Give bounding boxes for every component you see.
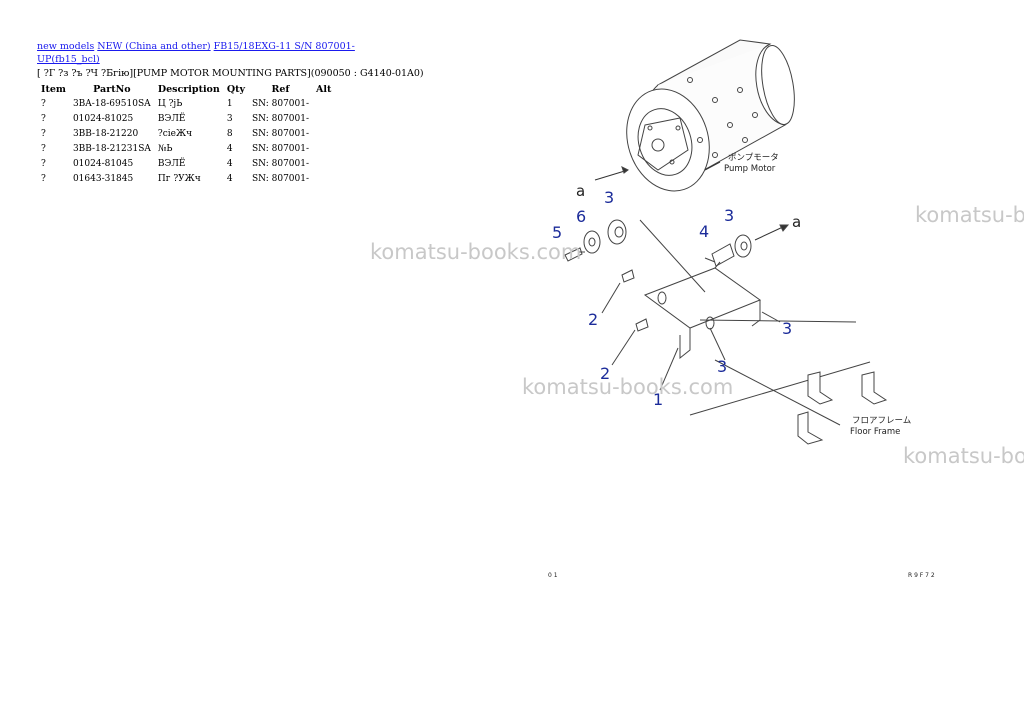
floor-frame-label-en: Floor Frame xyxy=(850,427,900,437)
cell-description: Ц ?jЬ xyxy=(157,99,183,109)
table-row: ? 01024-81045 ВЭЛЁ 4 SN: 807001- xyxy=(37,157,334,172)
callout-4: 4 xyxy=(699,222,709,241)
breadcrumb-link-model[interactable]: FB15/18EXG-11 S/N 807001-UP(fb15_bcl) xyxy=(37,41,355,65)
collar-4-shape xyxy=(711,243,735,267)
callout-5: 5 xyxy=(552,223,562,242)
callout-3-right: 3 xyxy=(724,206,734,225)
cell-ref: SN: 807001- xyxy=(252,129,310,139)
watermark: komatsu-books.com xyxy=(903,444,1024,468)
callout-6: 6 xyxy=(576,207,586,226)
callout-3-upper: 3 xyxy=(604,188,614,207)
header-ref: Ref xyxy=(271,84,290,95)
table-row: ? 01024-81025 ВЭЛЁ 3 SN: 807001- xyxy=(37,112,334,127)
cell-alt xyxy=(312,172,334,187)
callout-2-upper: 2 xyxy=(588,310,598,329)
pump-motor-drawing xyxy=(626,39,795,192)
floor-frame-label-jp: フロアフレーム xyxy=(852,416,911,426)
cell-partno: 01024-81025 xyxy=(72,114,134,124)
cell-partno: 01643-31845 xyxy=(72,174,134,184)
callout-3-lower: 3 xyxy=(717,357,727,376)
cell-partno: 3BB-18-21220 xyxy=(72,129,139,139)
cell-qty: 8 xyxy=(226,129,233,139)
corner-mark-bottom-left: 0 1 xyxy=(548,572,558,579)
cell-partno: 01024-81045 xyxy=(72,159,134,169)
page-title: [ ?Г ?з ?ъ ?Ч ?Бгію][PUMP MOTOR MOUNTING… xyxy=(37,68,424,79)
cell-alt xyxy=(312,157,334,172)
cell-qty: 4 xyxy=(226,159,233,169)
breadcrumb-link-region[interactable]: NEW (China and other) xyxy=(97,41,211,52)
cell-qty: 1 xyxy=(226,99,233,109)
cell-item: ? xyxy=(41,159,46,169)
arrow-label-a-right: a xyxy=(792,213,801,231)
bracket-1-drawing xyxy=(643,261,762,360)
cell-description: Пг ?УЖч xyxy=(157,174,201,184)
cell-ref: SN: 807001- xyxy=(252,174,310,184)
cell-ref: SN: 807001- xyxy=(252,159,310,169)
watermark: komatsu-books.com xyxy=(522,375,734,399)
cell-qty: 3 xyxy=(226,114,233,124)
header-partno: PartNo xyxy=(93,84,131,95)
callout-3-bracket: 3 xyxy=(782,319,792,338)
header-qty: Qty xyxy=(226,84,245,95)
cell-qty: 4 xyxy=(226,144,233,154)
cell-item: ? xyxy=(41,99,46,109)
header-alt: Alt xyxy=(316,84,332,95)
cell-alt xyxy=(312,97,334,112)
watermark: komatsu-books.com xyxy=(915,203,1024,227)
watermark: komatsu-books.com xyxy=(370,240,582,264)
callout-1: 1 xyxy=(653,390,663,409)
cell-description: №Ь xyxy=(157,144,173,154)
spacer-3-shape xyxy=(607,219,627,245)
table-header-row: Item PartNo Description Qty Ref Alt xyxy=(37,82,334,97)
cell-alt xyxy=(312,127,334,142)
cell-ref: SN: 807001- xyxy=(252,99,310,109)
cell-alt xyxy=(312,142,334,157)
cell-partno: 3BB-18-21231SA xyxy=(72,144,151,154)
table-row: ? 3BB-18-21220 ?сіеЖч 8 SN: 807001- xyxy=(37,127,334,142)
parts-table: Item PartNo Description Qty Ref Alt ? 3B… xyxy=(37,82,334,187)
header-item: Item xyxy=(41,84,66,95)
cell-ref: SN: 807001- xyxy=(252,114,310,124)
cell-item: ? xyxy=(41,129,46,139)
pump-motor-label-jp: ポンプモータ xyxy=(728,153,779,163)
table-row: ? 01643-31845 Пг ?УЖч 4 SN: 807001- xyxy=(37,172,334,187)
cell-partno: 3BA-18-69510SA xyxy=(72,99,151,109)
table-row: ? 3BB-18-21231SA №Ь 4 SN: 807001- xyxy=(37,142,334,157)
cell-item: ? xyxy=(41,114,46,124)
header-description: Description xyxy=(157,84,220,95)
corner-mark-bottom-right: R 9 F 7 2 xyxy=(908,572,935,579)
cell-alt xyxy=(312,112,334,127)
arrow-label-a-left: a xyxy=(576,182,585,200)
cell-description: ВЭЛЁ xyxy=(157,114,186,124)
cell-qty: 4 xyxy=(226,174,233,184)
cell-item: ? xyxy=(41,144,46,154)
washer-6-shape xyxy=(583,230,601,254)
cell-description: ВЭЛЁ xyxy=(157,159,186,169)
exploded-parts-diagram: 5 6 3 3 4 2 2 3 3 1 a a ポンプモータ Pump Moto… xyxy=(548,39,935,579)
cell-ref: SN: 807001- xyxy=(252,144,310,154)
cell-description: ?сіеЖч xyxy=(157,129,193,139)
pump-motor-label-en: Pump Motor xyxy=(724,164,776,174)
breadcrumb-link-new-models[interactable]: new models xyxy=(37,41,95,52)
callout-2-lower: 2 xyxy=(600,364,610,383)
table-row: ? 3BA-18-69510SA Ц ?jЬ 1 SN: 807001- xyxy=(37,97,334,112)
cell-item: ? xyxy=(41,174,46,184)
